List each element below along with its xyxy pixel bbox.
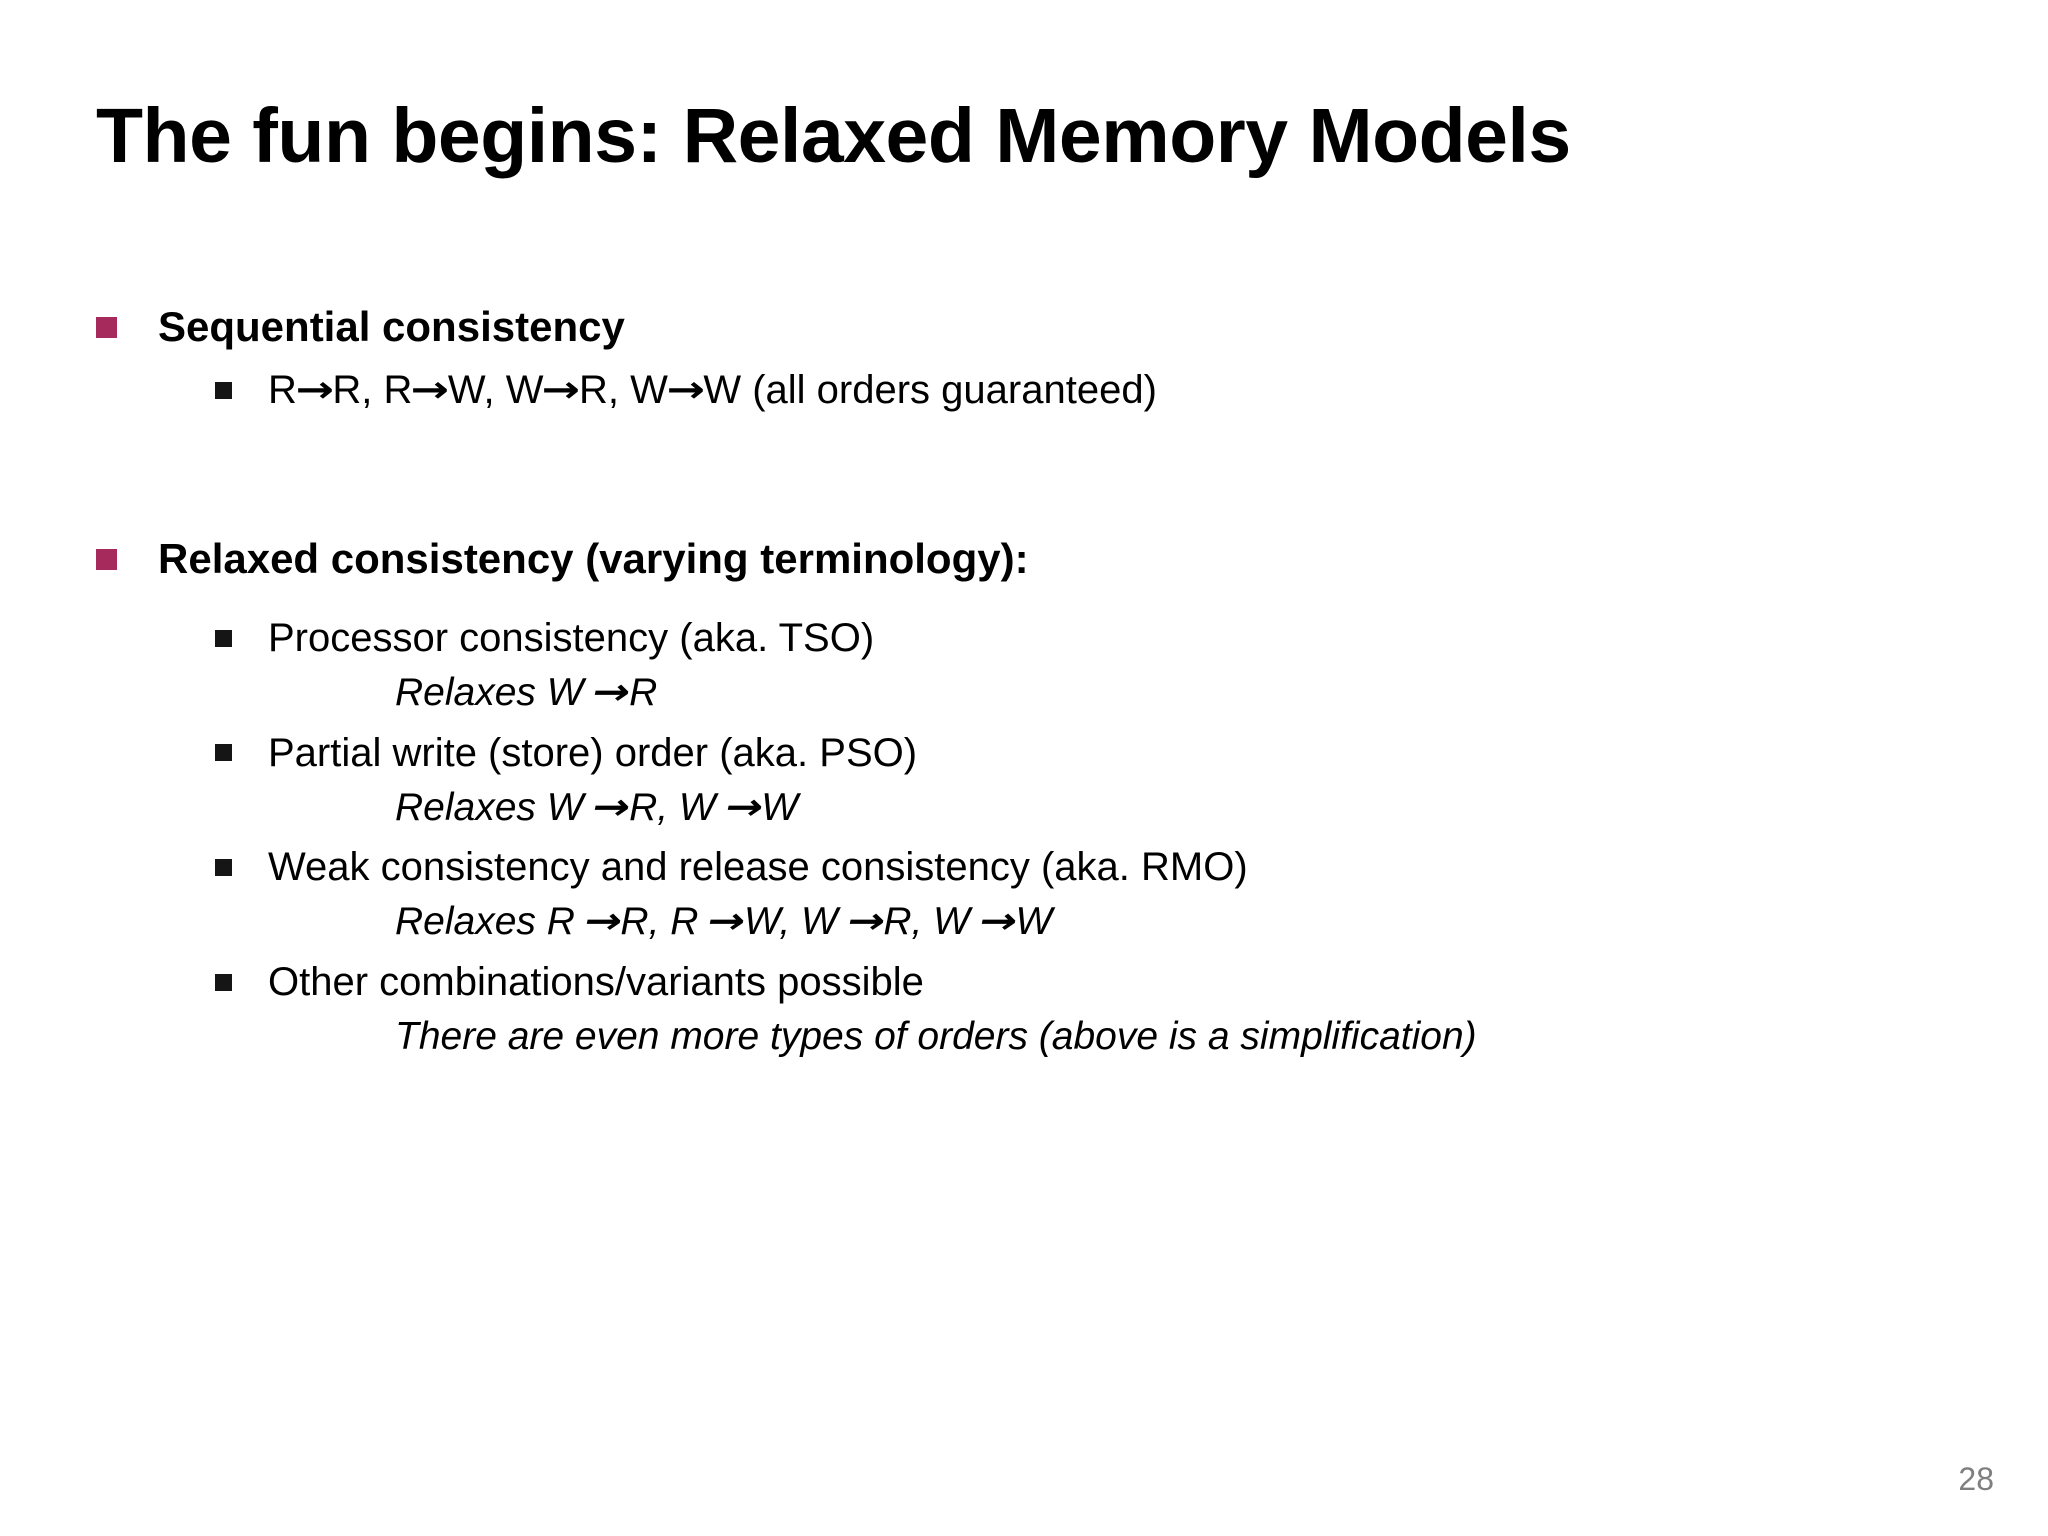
bullet-level2-label: Other combinations/variants possible bbox=[268, 960, 924, 1005]
right-arrow-icon: → bbox=[666, 368, 705, 412]
bullet-level2-orders-guaranteed: R→R, R→W, W→R, W→W (all orders guarantee… bbox=[90, 364, 1970, 416]
square-bullet-black-icon bbox=[215, 956, 268, 1008]
square-bullet-maroon-icon bbox=[90, 300, 158, 354]
square-bullet-black-icon bbox=[215, 612, 268, 664]
bullet-note-weak-release-consistency: Relaxes R →R, R →W, W →R, W →W bbox=[90, 897, 1970, 948]
square-bullet-black-icon bbox=[215, 364, 268, 416]
bullet-level2-weak-release-consistency: Weak consistency and release consistency… bbox=[90, 841, 1970, 893]
right-arrow-icon: → bbox=[703, 901, 750, 943]
bullet-level2-other-combinations: Other combinations/variants possible bbox=[90, 956, 1970, 1008]
spacer bbox=[90, 596, 1970, 612]
bullet-level2-processor-consistency: Processor consistency (aka. TSO) bbox=[90, 612, 1970, 664]
bullet-level1-sequential-consistency: Sequential consistency bbox=[90, 300, 1970, 354]
bullet-note-other-combinations: There are even more types of orders (abo… bbox=[395, 1015, 1477, 1059]
bullet-level2-label: R→R, R→W, W→R, W→W (all orders guarantee… bbox=[268, 368, 1157, 412]
bullet-level1-label: Relaxed consistency (varying terminology… bbox=[158, 535, 1029, 582]
bullet-level1-relaxed-consistency: Relaxed consistency (varying terminology… bbox=[90, 532, 1970, 586]
square-bullet-black-icon bbox=[215, 727, 268, 779]
right-arrow-icon: → bbox=[580, 901, 627, 943]
bullet-note-partial-store-order: Relaxes W →R, W →W bbox=[90, 783, 1970, 834]
section-spacer bbox=[90, 420, 1970, 532]
bullet-level2-label: Partial write (store) order (aka. PSO) bbox=[268, 730, 918, 775]
bullet-level2-partial-store-order: Partial write (store) order (aka. PSO) bbox=[90, 727, 1970, 779]
slide-body: Sequential consistency R→R, R→W, W→R, W→… bbox=[90, 300, 1970, 1071]
right-arrow-icon: → bbox=[975, 901, 1022, 943]
right-arrow-icon: → bbox=[410, 368, 450, 412]
page-title: The fun begins: Relaxed Memory Models bbox=[96, 93, 1571, 179]
right-arrow-icon: → bbox=[720, 786, 768, 828]
square-bullet-maroon-icon bbox=[90, 532, 158, 586]
page-number: 28 bbox=[1958, 1461, 1994, 1497]
right-arrow-icon: → bbox=[842, 901, 890, 943]
right-arrow-icon: → bbox=[588, 671, 636, 714]
right-arrow-icon: → bbox=[588, 786, 636, 828]
bullet-level2-label: Weak consistency and release consistency… bbox=[268, 845, 1248, 890]
right-arrow-icon: → bbox=[295, 368, 334, 412]
bullet-level1-label: Sequential consistency bbox=[158, 303, 625, 350]
bullet-level2-label: Processor consistency (aka. TSO) bbox=[268, 616, 875, 660]
square-bullet-black-icon bbox=[215, 841, 268, 893]
right-arrow-icon: → bbox=[541, 368, 581, 412]
bullet-note-processor-consistency: Relaxes W →R bbox=[90, 668, 1970, 719]
